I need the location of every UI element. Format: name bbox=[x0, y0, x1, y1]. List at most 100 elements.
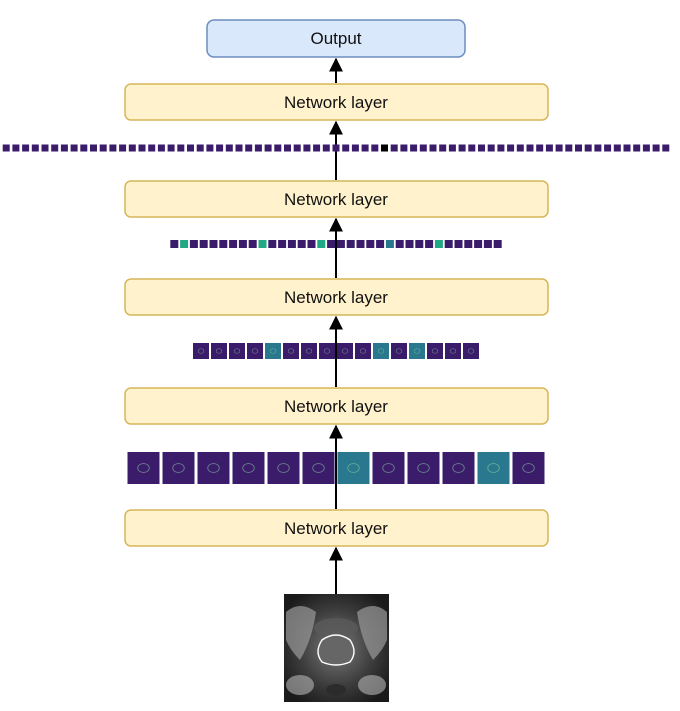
feature-map-tile bbox=[332, 144, 340, 152]
feature-map-contour bbox=[347, 463, 360, 473]
feature-map-tile bbox=[474, 240, 483, 248]
feature-map-tile bbox=[258, 240, 267, 248]
feature-map-tile bbox=[336, 240, 345, 248]
feature-map-tile bbox=[2, 144, 10, 152]
feature-map-tile bbox=[342, 144, 350, 152]
feature-map-contour bbox=[215, 348, 223, 354]
feature-map-tile bbox=[409, 343, 425, 359]
feature-maps bbox=[2, 144, 670, 484]
feature-map-tile bbox=[162, 452, 195, 484]
feature-map-tile bbox=[373, 343, 389, 359]
feature-map-tile bbox=[193, 343, 209, 359]
feature-map-tile bbox=[264, 144, 272, 152]
feature-map-tile bbox=[248, 240, 257, 248]
feature-map-tile bbox=[512, 452, 545, 484]
feature-map-tile bbox=[283, 343, 299, 359]
network-layer-5: Network layer bbox=[124, 83, 549, 121]
feature-map-tile bbox=[468, 144, 476, 152]
feature-map-tile bbox=[119, 144, 127, 152]
feature-map-contour bbox=[452, 463, 465, 473]
feature-map-tile bbox=[247, 343, 263, 359]
feature-map-tile bbox=[487, 144, 495, 152]
feature-map-tile bbox=[448, 144, 456, 152]
feature-map-tile bbox=[395, 240, 404, 248]
feature-map-contour bbox=[287, 348, 295, 354]
feature-map-tile bbox=[604, 144, 612, 152]
feature-map-contour bbox=[251, 348, 259, 354]
feature-map-tile bbox=[307, 240, 316, 248]
feature-map-tile bbox=[366, 240, 375, 248]
feature-map-contour bbox=[305, 348, 313, 354]
network-layer-label: Network layer bbox=[284, 397, 388, 416]
feature-map-contour bbox=[522, 463, 535, 473]
feature-map-contour bbox=[323, 348, 331, 354]
feature-map-tile bbox=[642, 144, 650, 152]
feature-map-tile bbox=[297, 240, 306, 248]
feature-map-tile bbox=[238, 240, 247, 248]
feature-map-contour bbox=[312, 463, 325, 473]
output-label: Output bbox=[310, 29, 361, 48]
feature-map-tile bbox=[90, 144, 97, 152]
feature-map-contour bbox=[277, 463, 290, 473]
feature-map-contour bbox=[431, 348, 439, 354]
feature-map-tile bbox=[219, 240, 228, 248]
feature-map-tile bbox=[458, 144, 466, 152]
feature-map-contour bbox=[359, 348, 367, 354]
feature-map-tile bbox=[419, 144, 427, 152]
feature-map-tile bbox=[287, 240, 296, 248]
feature-map-tile bbox=[526, 144, 534, 152]
output-node: Output bbox=[206, 19, 466, 58]
feature-map-tile bbox=[337, 452, 370, 484]
feature-map-tile bbox=[463, 343, 479, 359]
feature-map-tile bbox=[189, 240, 198, 248]
feature-map-tile bbox=[493, 240, 502, 248]
feature-map-tile bbox=[662, 144, 670, 152]
feature-map-tile bbox=[229, 343, 245, 359]
network-layer-label: Network layer bbox=[284, 93, 388, 112]
feature-map-tile bbox=[265, 343, 281, 359]
feature-map-tile bbox=[206, 144, 214, 152]
feature-map-tile bbox=[327, 240, 336, 248]
feature-map-tile bbox=[301, 343, 317, 359]
feature-map-tile bbox=[429, 144, 437, 152]
feature-map-tile bbox=[444, 240, 453, 248]
feature-map-contour bbox=[197, 348, 205, 354]
feature-map-tile bbox=[225, 144, 233, 152]
feature-map-contour bbox=[269, 348, 277, 354]
feature-map-tile bbox=[216, 144, 224, 152]
feature-map-tile bbox=[613, 144, 621, 152]
feature-map-contour bbox=[233, 348, 241, 354]
feature-map-tile bbox=[497, 144, 505, 152]
feature-map-tile bbox=[391, 343, 407, 359]
feature-map-tile bbox=[31, 144, 39, 152]
feature-map-tile bbox=[187, 144, 194, 152]
feature-map-tile bbox=[245, 144, 253, 152]
feature-map-tile bbox=[127, 452, 160, 484]
feature-map-tile bbox=[148, 144, 156, 152]
feature-map-contour bbox=[487, 463, 500, 473]
feature-map-tile bbox=[385, 240, 394, 248]
feature-map-tile bbox=[434, 240, 443, 248]
feature-map-tile bbox=[536, 144, 544, 152]
feature-map-tile bbox=[199, 240, 208, 248]
feature-map-tile bbox=[268, 240, 277, 248]
feature-map-tile bbox=[41, 144, 49, 152]
feature-map-tile bbox=[400, 144, 408, 152]
feature-map-tile bbox=[575, 144, 582, 152]
feature-map-contour bbox=[467, 348, 475, 354]
feature-map-tile bbox=[293, 144, 301, 152]
feature-map-tile bbox=[70, 144, 78, 152]
feature-map-tile bbox=[390, 144, 398, 152]
feature-map-tile bbox=[180, 240, 189, 248]
feature-map-contour bbox=[382, 463, 395, 473]
network-layer-label: Network layer bbox=[284, 190, 388, 209]
feature-map-tile bbox=[407, 452, 440, 484]
feature-map-tile bbox=[302, 452, 335, 484]
feature-map-tile bbox=[197, 452, 230, 484]
feature-map-contour bbox=[137, 463, 150, 473]
feature-map-tile bbox=[317, 240, 326, 248]
feature-map-contour bbox=[413, 348, 421, 354]
feature-map-tile bbox=[427, 343, 443, 359]
feature-map-tile bbox=[128, 144, 136, 152]
